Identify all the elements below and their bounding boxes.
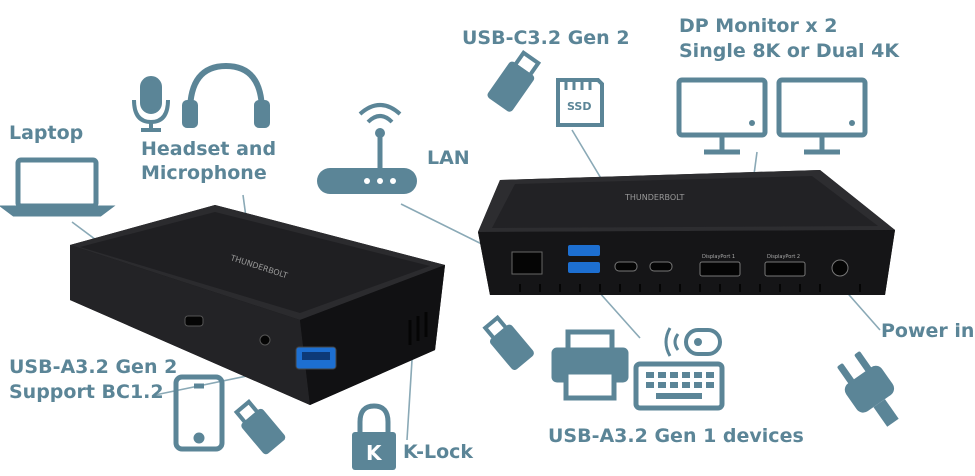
laptop-icon [0,157,116,217]
label-laptop: Laptop [9,122,84,144]
usb-stick-icon [233,399,286,455]
dock-front [70,205,445,405]
label-headset-line2: Microphone [141,162,267,184]
port-label-dp1: DisplayPort 1 [702,254,735,260]
label-power: Power in [881,320,975,342]
padlock-icon [352,403,396,470]
label-usba-rear: USB-A3.2 Gen 1 devices [548,425,804,447]
keyboard-icon [633,361,725,411]
mouse-icon [664,327,722,357]
port-label-dp2: DisplayPort 2 [767,254,800,260]
microphone-icon [132,76,170,132]
label-usbc: USB-C3.2 Gen 2 [462,27,630,49]
brand-text-rear: THUNDERBOLT [624,193,685,202]
monitor-icon [676,77,768,155]
router-icon [317,103,417,194]
headphones-icon [182,62,270,128]
printer-icon [551,329,629,401]
dock-rear [478,170,895,295]
power-plug-icon [837,351,899,427]
ssd-card-icon [556,78,604,127]
label-usba-front-line2: Support BC1.2 [9,381,164,403]
ssd-text: SSD [567,100,591,113]
label-usba-front-line1: USB-A3.2 Gen 2 [9,356,178,378]
label-klock: K-Lock [403,441,474,463]
klock-letter: K [366,441,383,465]
label-headset-line1: Headset and [141,138,277,160]
label-lan: LAN [427,147,470,169]
usb-stick-icon [487,50,542,112]
monitor-icon [776,77,868,155]
smartphone-icon [173,374,225,452]
usb-stick-icon [482,314,534,370]
label-dp-line2: Single 8K or Dual 4K [679,40,900,62]
label-dp-line1: DP Monitor x 2 [679,15,838,37]
